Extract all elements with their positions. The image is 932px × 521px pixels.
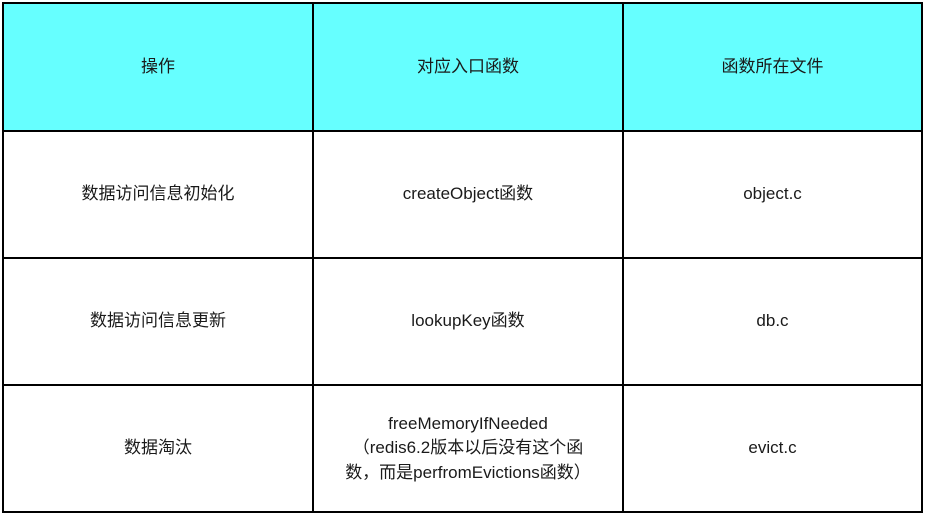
cell-entry-function: freeMemoryIfNeeded （redis6.2版本以后没有这个函 数，… bbox=[312, 384, 624, 513]
column-header-entry-function: 对应入口函数 bbox=[312, 2, 624, 132]
cell-operation: 数据访问信息初始化 bbox=[2, 130, 314, 259]
cell-source-file: evict.c bbox=[622, 384, 923, 513]
redis-function-mapping-table: 操作 对应入口函数 函数所在文件 数据访问信息初始化 createObject函… bbox=[2, 2, 923, 513]
table-row: 数据淘汰 freeMemoryIfNeeded （redis6.2版本以后没有这… bbox=[2, 384, 923, 513]
cell-source-file: object.c bbox=[622, 130, 923, 259]
column-header-source-file: 函数所在文件 bbox=[622, 2, 923, 132]
table-row: 数据访问信息初始化 createObject函数 object.c bbox=[2, 130, 923, 259]
table-container: 操作 对应入口函数 函数所在文件 数据访问信息初始化 createObject函… bbox=[2, 2, 923, 513]
header-row: 操作 对应入口函数 函数所在文件 bbox=[2, 2, 923, 132]
column-header-operation: 操作 bbox=[2, 2, 314, 132]
cell-operation: 数据淘汰 bbox=[2, 384, 314, 513]
cell-entry-function: createObject函数 bbox=[312, 130, 624, 259]
cell-entry-function: lookupKey函数 bbox=[312, 257, 624, 386]
table-header: 操作 对应入口函数 函数所在文件 bbox=[2, 2, 923, 132]
table-body: 数据访问信息初始化 createObject函数 object.c 数据访问信息… bbox=[2, 130, 923, 513]
table-row: 数据访问信息更新 lookupKey函数 db.c bbox=[2, 257, 923, 386]
cell-source-file: db.c bbox=[622, 257, 923, 386]
cell-operation: 数据访问信息更新 bbox=[2, 257, 314, 386]
